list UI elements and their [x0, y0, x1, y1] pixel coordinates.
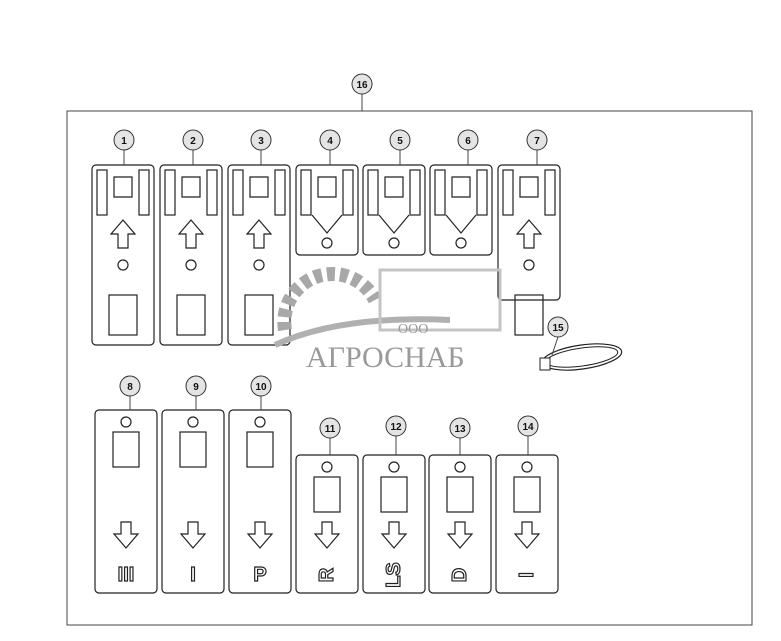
callout-1: 1 — [113, 129, 135, 165]
position-label: I — [516, 572, 538, 578]
switch-cover-part: III — [94, 409, 158, 594]
callout-7: 7 — [526, 129, 548, 165]
callout-number: 10 — [255, 382, 267, 393]
position-label: P — [253, 564, 266, 586]
callout-number: 15 — [552, 323, 564, 334]
callout-8: 8 — [119, 375, 141, 410]
callout-number: 2 — [190, 136, 196, 147]
callout-number: 13 — [454, 424, 466, 435]
gear-icon — [277, 266, 382, 332]
callout-number: 7 — [534, 136, 540, 147]
switch-cover-part — [362, 164, 426, 256]
switch-cover-part: I — [495, 454, 559, 594]
callout-2: 2 — [182, 129, 204, 165]
switch-cover-part — [91, 164, 155, 346]
switch-cover-part — [497, 164, 561, 336]
switch-cover-part — [295, 164, 359, 256]
callout-5: 5 — [389, 129, 411, 165]
callout-number: 5 — [397, 136, 403, 147]
callout-number: 6 — [465, 136, 471, 147]
callout-3: 3 — [250, 129, 272, 165]
switch-cover-part — [429, 164, 493, 256]
callout-number: 8 — [127, 382, 133, 393]
position-label: III — [118, 564, 135, 586]
switch-cover-part — [159, 164, 223, 346]
callout-number: 11 — [325, 424, 336, 435]
position-label: D — [449, 568, 471, 582]
position-label: R — [316, 567, 338, 582]
callout-number: 9 — [193, 382, 199, 393]
watermark-logo: ООО АГРОСНАБ — [273, 266, 502, 374]
position-label: I — [190, 564, 196, 586]
callout-number: 16 — [356, 80, 368, 91]
callout-16: 16 — [351, 73, 373, 95]
switch-cover-part: LS — [362, 454, 426, 594]
callout-number: 4 — [327, 136, 333, 147]
callout-6: 6 — [457, 129, 479, 165]
callout-number: 1 — [121, 136, 127, 147]
switch-cover-part: R — [295, 454, 359, 594]
callout-number: 3 — [258, 136, 264, 147]
cable-tie — [539, 336, 623, 371]
callout-13: 13 — [449, 417, 471, 455]
callout-11: 11 — [319, 417, 341, 455]
watermark-prefix: ООО — [398, 322, 428, 337]
callout-number: 14 — [522, 422, 534, 433]
callout-14: 14 — [517, 415, 539, 455]
callout-number: 12 — [390, 422, 402, 433]
position-label: LS — [383, 562, 405, 588]
callout-4: 4 — [319, 129, 341, 165]
switch-cover-part: I — [161, 409, 225, 594]
callout-9: 9 — [185, 375, 207, 410]
switch-cover-part — [227, 164, 291, 346]
watermark-name: АГРОСНАБ — [306, 341, 465, 374]
callout-10: 10 — [250, 375, 272, 410]
switch-cover-part: P — [228, 409, 292, 594]
callout-12: 12 — [385, 415, 407, 455]
switch-cover-part: D — [428, 454, 492, 594]
callout-15: 15 — [547, 316, 569, 338]
assembly-frame — [66, 110, 753, 626]
combine-harvester-icon — [378, 268, 502, 332]
